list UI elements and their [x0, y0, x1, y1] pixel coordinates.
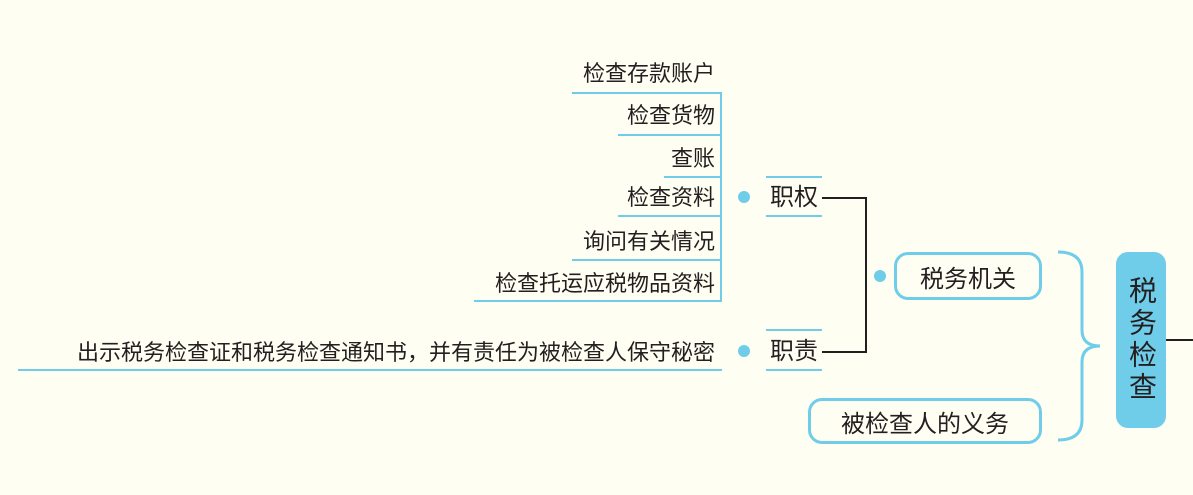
authority-label: 税务机关 — [920, 264, 1016, 293]
root-label: 税务检查 — [1125, 276, 1158, 404]
root-node: 税务检查 — [1116, 252, 1166, 428]
power-item-underline — [474, 300, 722, 302]
power-item-underline — [618, 134, 722, 136]
duties-overline — [766, 329, 822, 331]
powers-dot — [738, 191, 750, 203]
power-item-underline — [618, 215, 722, 217]
authority-connector — [822, 197, 867, 353]
inspected-label: 被检查人的义务 — [841, 409, 1009, 438]
power-item: 检查存款账户 — [582, 62, 715, 87]
power-item: 查账 — [670, 147, 715, 172]
power-item: 检查资料 — [626, 186, 715, 211]
duties-underline — [766, 369, 822, 371]
duty-item-underline — [18, 369, 722, 371]
duty-item: 出示税务检查证和税务检查通知书，并有责任为被检查人保守秘密 — [76, 341, 715, 366]
powers-underline — [766, 215, 822, 217]
powers-bracket-line — [720, 92, 722, 302]
power-item: 检查货物 — [626, 104, 715, 129]
power-item: 检查托运应税物品资料 — [494, 272, 715, 297]
power-item-underline — [572, 259, 722, 261]
duties-dot — [738, 345, 750, 357]
authority-box: 税务机关 — [894, 252, 1042, 300]
powers-label: 职权 — [770, 183, 818, 211]
inspected-box: 被检查人的义务 — [808, 398, 1042, 444]
power-item-underline — [572, 92, 722, 94]
power-item: 询问有关情况 — [582, 230, 715, 255]
authority-dot — [874, 270, 886, 282]
duties-label: 职责 — [770, 337, 818, 365]
root-bracket — [1057, 250, 1101, 442]
power-item-underline — [664, 176, 722, 178]
powers-overline — [766, 176, 822, 178]
